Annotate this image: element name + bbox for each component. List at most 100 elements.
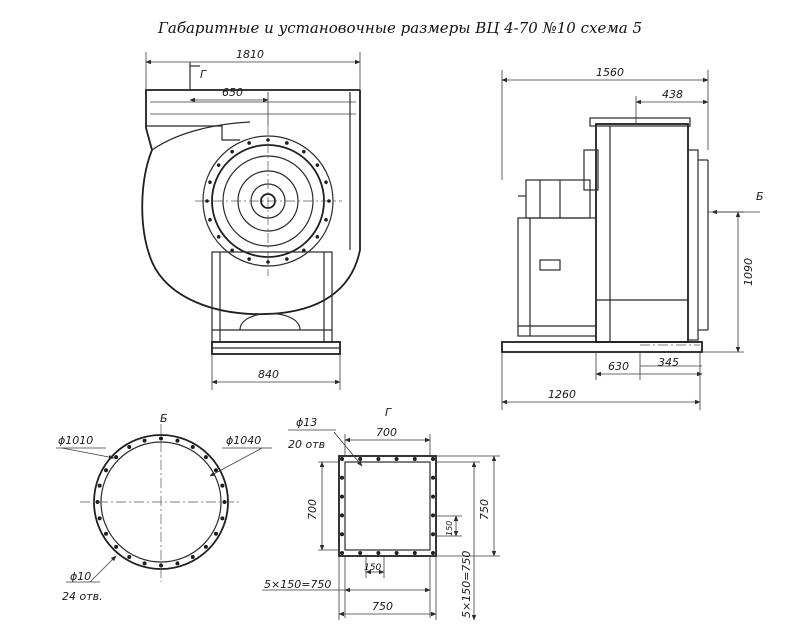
outlet-hole-count: 20 отв (288, 438, 325, 451)
outlet-hole (358, 457, 363, 461)
bolt-hole (247, 141, 251, 145)
bolt-hole (216, 163, 221, 167)
dim-pitch-row: 5×150=750 (264, 578, 331, 591)
dim-outer-width: 750 (372, 600, 393, 613)
volute-housing (141, 89, 361, 315)
outlet-hole (431, 475, 435, 480)
view-g-outlet-flange: Г ϕ13 20 отв 700 700 750 150 5×150=750 (262, 406, 500, 621)
outlet-hole (340, 532, 344, 537)
dim-overall-length: 1560 (596, 66, 624, 79)
flange-hole (97, 516, 102, 521)
bolt-hole (230, 149, 234, 154)
inlet-flange (687, 149, 699, 341)
flange-hole (213, 468, 218, 473)
side-base (501, 341, 703, 353)
flange-hole (159, 563, 163, 568)
dim-pitch-column: 5×150=750 (460, 551, 473, 618)
outlet-hole (340, 475, 344, 480)
marker-g: Г (200, 68, 207, 81)
outlet-hole (431, 494, 435, 499)
bolt-hole (302, 149, 306, 154)
view-g-label: Г (385, 406, 392, 419)
flange-hole (97, 483, 102, 488)
dim-height: 1090 (742, 258, 755, 286)
motor (525, 179, 591, 219)
flange-hole (114, 544, 119, 549)
flange-hole (159, 436, 163, 441)
dim-outlet-offset-side: 438 (662, 88, 683, 101)
bolt-hole (208, 180, 212, 184)
flange-hole (104, 531, 109, 536)
view-b-label: Б (160, 412, 168, 425)
flange-hole (114, 455, 119, 460)
flange-hole (175, 438, 180, 443)
flange-hole (175, 561, 180, 566)
outlet-hole (394, 551, 399, 555)
flange-hole (213, 531, 218, 536)
inner-diameter-label: ϕ1010 (58, 434, 93, 447)
side-view: Б 1560 438 1090 630 345 1260 (501, 66, 764, 410)
flange-hole (222, 500, 227, 504)
flange-hole (142, 561, 147, 566)
outlet-hole (431, 532, 435, 537)
bolt-hole (315, 235, 320, 239)
bolt-hole (266, 260, 270, 264)
flange-hole (203, 455, 208, 460)
dim-pitch-vertical: 150 (445, 521, 454, 536)
flange-hole (220, 483, 225, 488)
drawing-title: Габаритные и установочные размеры ВЦ 4-7… (157, 19, 642, 37)
bolt-hole (205, 199, 209, 203)
outer-diameter-label: ϕ1040 (226, 434, 261, 447)
dim-inner-height: 700 (306, 499, 319, 520)
outlet-hole (431, 551, 435, 555)
dim-pitch: 150 (364, 563, 381, 573)
dim-overall-width: 1810 (236, 48, 264, 61)
outlet-hole (358, 551, 363, 555)
bolt-hole (324, 180, 328, 184)
dim-base-part: 630 (608, 360, 629, 373)
flange-hole (127, 554, 132, 559)
outlet-inner-square (344, 461, 431, 551)
outlet-hole (340, 494, 344, 499)
outlet-hole (431, 457, 435, 461)
dim-base-width: 840 (258, 368, 279, 381)
dim-outer-height: 750 (478, 499, 491, 520)
dim-foot-offset: 345 (658, 356, 679, 369)
bolt-hole (324, 218, 328, 222)
outlet-hole-pattern (340, 457, 435, 555)
hole-diameter-label: ϕ10 (70, 570, 91, 583)
flange-hole-pattern (95, 436, 227, 568)
bolt-hole (302, 248, 306, 253)
outlet-hole (340, 513, 344, 518)
side-stand (517, 217, 597, 337)
bolt-hole (266, 138, 270, 142)
bolt-hole (208, 218, 212, 222)
outlet-hole (340, 551, 344, 555)
bolt-hole (327, 199, 331, 203)
bolt-hole (230, 248, 234, 253)
flange-bolt-ring (205, 138, 331, 264)
dim-inner-width: 700 (376, 426, 397, 439)
front-view: Г 1810 650 840 (141, 48, 361, 390)
bolt-hole (285, 257, 289, 261)
outlet-hole-diameter: ϕ13 (296, 416, 317, 429)
flange-hole (104, 468, 109, 473)
flange-hole (203, 544, 208, 549)
bolt-hole (216, 235, 221, 239)
flange-hole (190, 554, 195, 559)
outlet-hole (412, 457, 417, 461)
flange-hole (142, 438, 147, 443)
view-b-inlet-flange: Б ϕ1010 ϕ1040 ϕ10 24 отв. (56, 412, 272, 603)
bolt-hole (247, 257, 251, 261)
flange-hole (190, 445, 195, 450)
bolt-hole (285, 141, 289, 145)
hole-count-label: 24 отв. (62, 590, 103, 603)
flange-hole (220, 516, 225, 521)
bolt-hole (315, 163, 320, 167)
outlet-hole (431, 513, 435, 518)
outlet-hole (340, 457, 344, 461)
outlet-hole (376, 457, 381, 461)
flange-hole (95, 500, 100, 504)
dim-outlet-offset: 650 (222, 86, 243, 99)
